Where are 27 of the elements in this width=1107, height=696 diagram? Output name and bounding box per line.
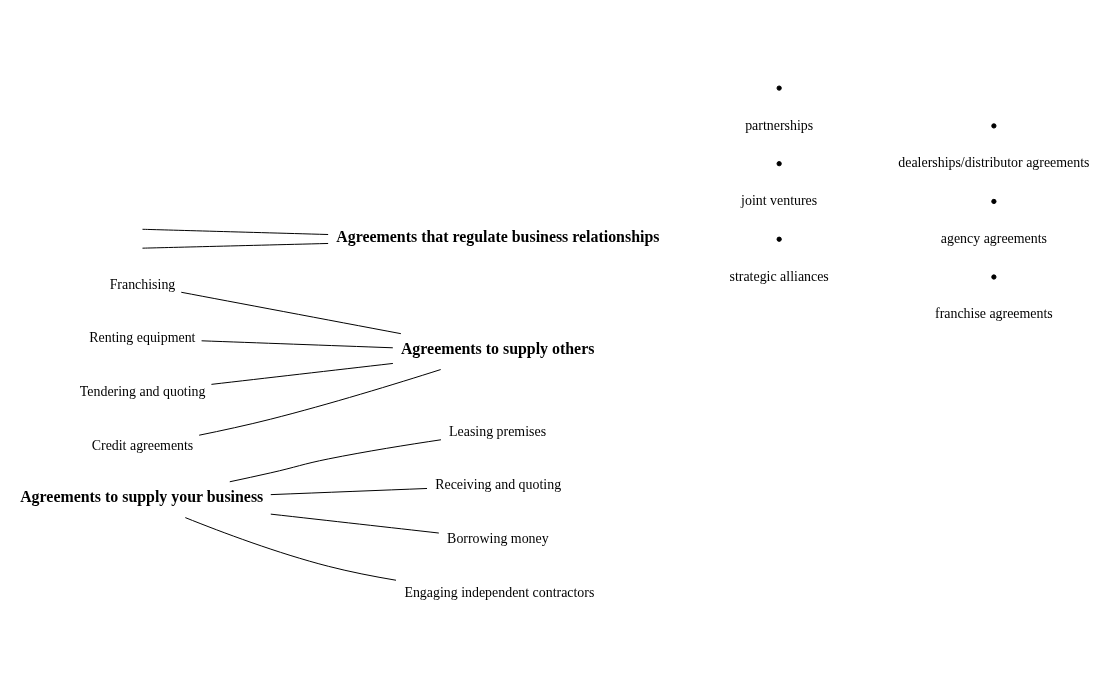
node-text: Credit agreements <box>91 437 194 453</box>
node-text: Borrowing money <box>447 530 549 546</box>
label: joint ventures <box>741 192 818 208</box>
node-text: Tendering and quoting <box>79 383 206 399</box>
connector <box>210 362 394 385</box>
connector <box>142 228 329 235</box>
node-text: Engaging independent contractors <box>404 584 595 600</box>
node-text: Receiving and quoting <box>435 476 562 492</box>
label: strategic alliances <box>729 268 829 284</box>
connector <box>180 291 402 334</box>
connector <box>270 487 428 495</box>
connector <box>229 438 442 482</box>
node-text: Agreements to supply your business <box>20 487 264 505</box>
label: partnerships <box>745 117 814 133</box>
connector <box>142 242 329 249</box>
node-text: Agreements that regulate business relationships <box>336 227 660 245</box>
node-text: Renting equipment <box>89 329 196 345</box>
connector <box>184 516 397 581</box>
connector <box>270 513 440 534</box>
node-text: Leasing premises <box>449 423 547 439</box>
label: franchise agreements <box>935 305 1053 321</box>
connector <box>198 368 442 436</box>
label: agency agreements <box>940 230 1047 246</box>
label: dealerships/distributor agreements <box>898 154 1090 170</box>
node-text: Franchising <box>109 276 176 292</box>
node-text: Agreements to supply others <box>400 339 595 357</box>
connector <box>201 339 394 348</box>
